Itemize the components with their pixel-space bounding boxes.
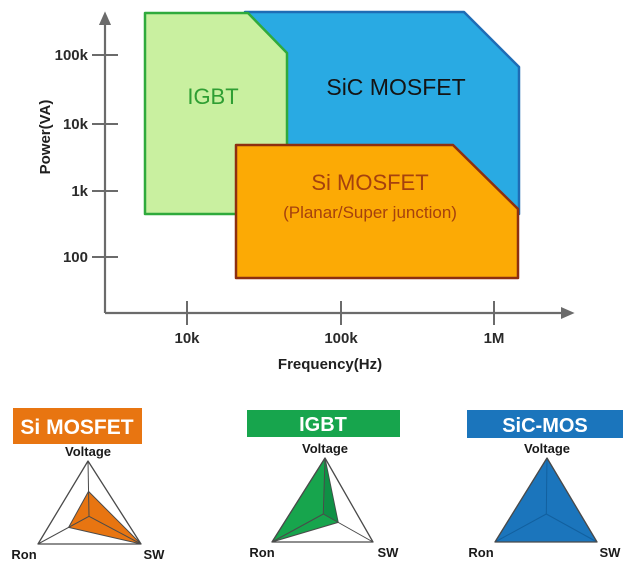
sw-axis-label: SW [378, 545, 400, 560]
power-frequency-chart: 100k 10k 1k 100 10k 100k 1M Power(VA) Fr… [37, 10, 575, 373]
ron-axis-label: Ron [468, 545, 493, 560]
ron-axis-label: Ron [11, 547, 36, 562]
y-tick-label: 1k [71, 183, 88, 200]
radar-spoke [322, 457, 326, 515]
voltage-axis-label: Voltage [65, 444, 111, 459]
x-axis-label: Frequency(Hz) [278, 356, 382, 373]
x-tick-label: 100k [324, 330, 358, 347]
si-mosfet-region [234, 143, 520, 280]
radar-chart-sic-mos: SiC-MOS Voltage Ron SW [467, 410, 623, 560]
ron-axis-label: Ron [249, 545, 274, 560]
igbt-banner [247, 410, 400, 437]
sw-axis-label: SW [144, 547, 166, 562]
si-mosfet-region-label: Si MOSFET [311, 170, 428, 195]
radar-chart-si-mosfet: Si MOSFET Voltage Ron SW [11, 408, 165, 562]
radar-spoke [88, 515, 142, 545]
si-mosfet-banner [13, 408, 142, 444]
radar-spoke [271, 513, 324, 543]
si-mosfet-banner-label: Si MOSFET [20, 416, 133, 439]
radar-spoke [323, 513, 374, 543]
sic-mos-banner-label: SiC-MOS [502, 415, 588, 437]
sic-mosfet-region-label: SiC MOSFET [326, 74, 465, 100]
voltage-axis-label: Voltage [524, 441, 570, 456]
x-tick-label: 10k [174, 330, 200, 347]
radar-outline [37, 460, 142, 545]
radar-outline [271, 457, 374, 543]
radar-spoke [545, 457, 548, 515]
y-axis-label: Power(VA) [37, 100, 54, 175]
si-mosfet-region-sublabel: (Planar/Super junction) [283, 203, 457, 222]
x-tick-label: 1M [484, 330, 505, 347]
radar-spoke [87, 460, 90, 517]
y-tick-label: 10k [63, 116, 89, 133]
igbt-banner-label: IGBT [299, 414, 347, 436]
y-tick-label: 100 [63, 249, 88, 266]
sic-mos-banner [467, 410, 623, 438]
voltage-axis-label: Voltage [302, 441, 348, 456]
radar-spoke [494, 513, 547, 543]
radar-outline [494, 457, 598, 543]
y-tick-label: 100k [55, 47, 89, 64]
radar-chart-igbt: IGBT Voltage Ron SW [247, 410, 400, 560]
radar-spoke [546, 513, 598, 543]
igbt-region-label: IGBT [187, 84, 238, 109]
radar-spoke [37, 515, 90, 545]
igbt-radar-shading [324, 459, 338, 522]
si-mosfet-radar-values [68, 490, 142, 545]
sw-axis-label: SW [600, 545, 622, 560]
